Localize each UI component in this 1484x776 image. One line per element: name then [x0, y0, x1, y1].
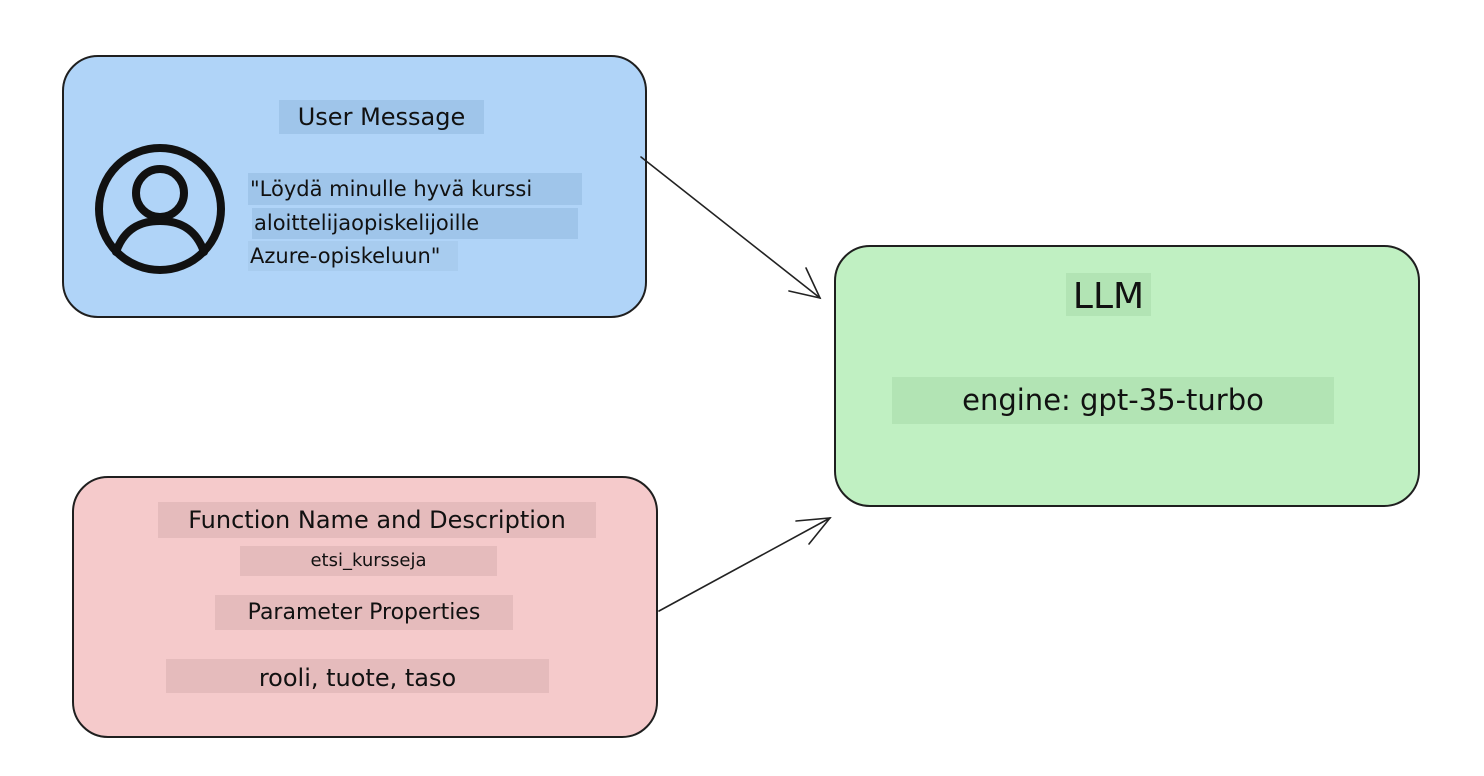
function-name: etsi_kursseja [240, 546, 497, 576]
function-box: Function Name and Description etsi_kurss… [72, 476, 658, 738]
user-message-line-1: "Löydä minulle hyvä kurssi [248, 173, 582, 205]
parameter-properties-title: Parameter Properties [215, 595, 513, 630]
user-message-line-3: Azure-opiskeluun" [248, 241, 458, 271]
llm-engine-label: engine: gpt-35-turbo [892, 377, 1334, 424]
arrow-function-to-llm [658, 517, 832, 612]
parameter-properties-list: rooli, tuote, taso [166, 659, 549, 693]
user-message-line-2: aloittelijaopiskelijoille [252, 208, 578, 239]
llm-title: LLM [1066, 273, 1151, 317]
function-title: Function Name and Description [158, 502, 596, 538]
user-message-box: User Message "Löydä minulle hyvä kurssi … [62, 55, 647, 318]
llm-box: LLM engine: gpt-35-turbo [834, 245, 1420, 507]
arrow-user-to-llm [640, 156, 822, 300]
user-message-title: User Message [279, 100, 484, 134]
user-avatar-icon [95, 144, 225, 274]
